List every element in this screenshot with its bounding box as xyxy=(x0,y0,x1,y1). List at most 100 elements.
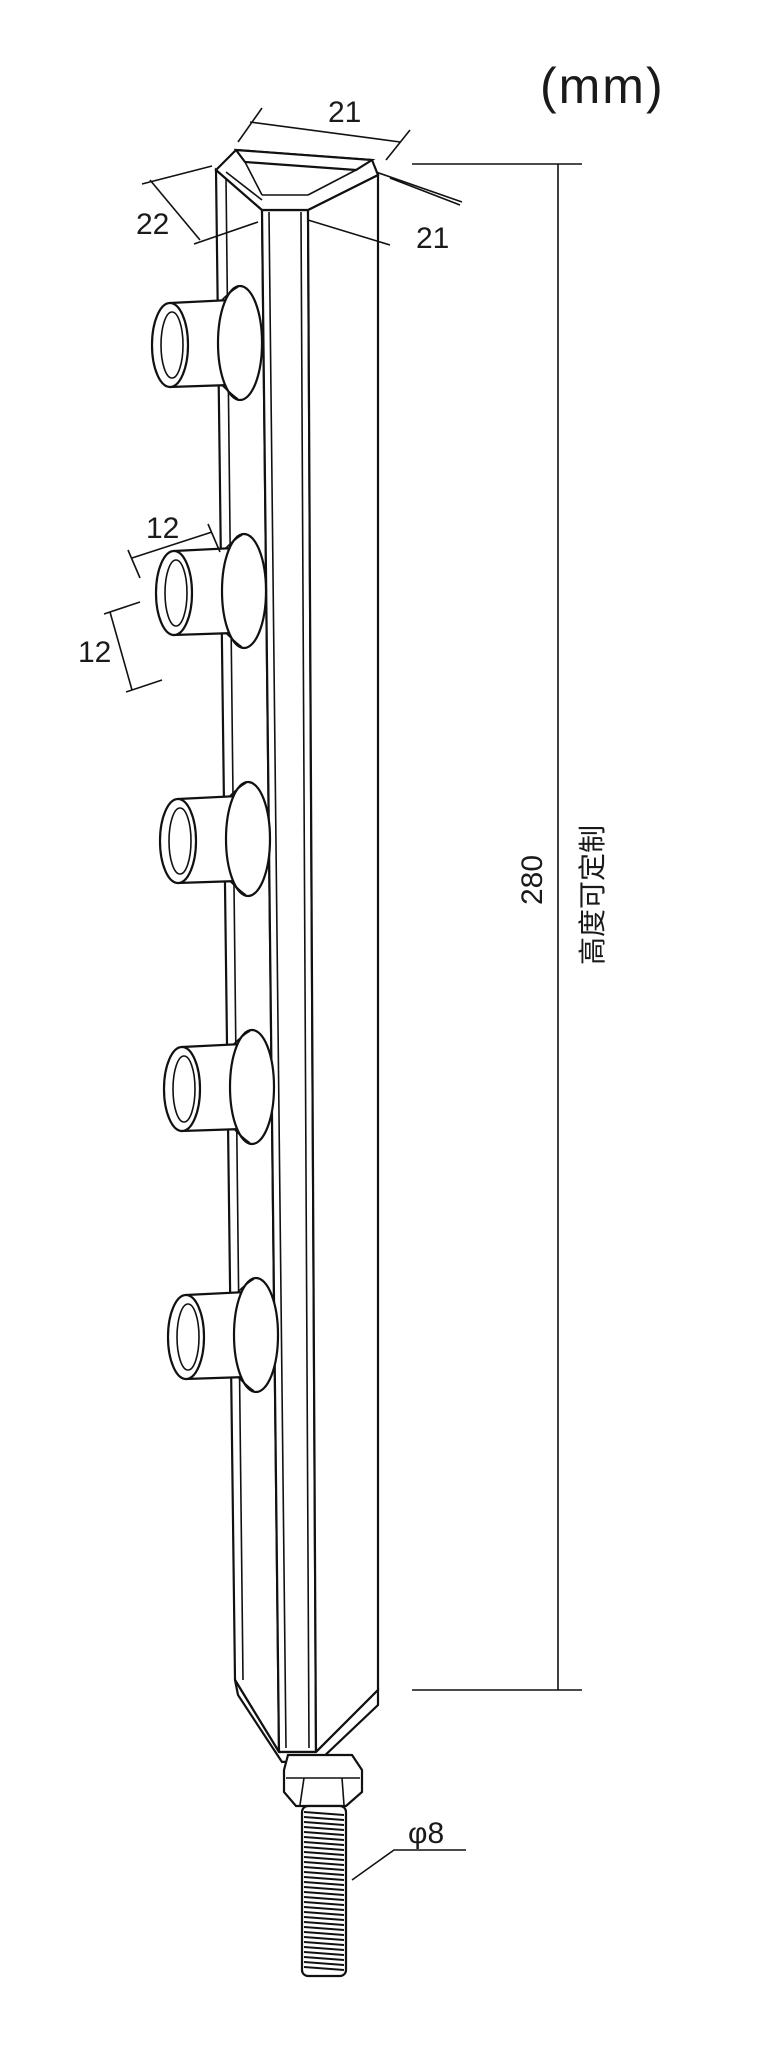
thread-line xyxy=(303,1901,345,1906)
bottom-taper xyxy=(233,1679,380,1764)
socket-rim xyxy=(154,549,194,637)
thread-line xyxy=(303,1921,345,1926)
socket-flange xyxy=(232,1276,280,1394)
dim-line-socket-width xyxy=(131,531,213,559)
hex-nut xyxy=(282,1753,364,1808)
dim-ext xyxy=(103,601,141,615)
socket-flange xyxy=(220,532,268,650)
dim-socket-height: 12 xyxy=(78,636,111,669)
socket xyxy=(158,780,272,898)
dim-ext xyxy=(125,679,163,693)
thread-line xyxy=(303,1836,345,1841)
thread-line xyxy=(303,1856,345,1861)
socket xyxy=(154,532,268,650)
socket-flange-edge xyxy=(229,782,247,797)
dim-top-depth: 22 xyxy=(136,208,169,241)
dim-top-side: 21 xyxy=(416,222,449,255)
thread-line xyxy=(303,1821,345,1826)
socket-rim xyxy=(158,797,198,885)
top-cap-bevel xyxy=(225,171,263,201)
socket-flange-edge xyxy=(237,1278,255,1293)
socket-rim xyxy=(162,1045,202,1133)
socket-flange-edge xyxy=(237,1376,255,1392)
socket-flange xyxy=(224,780,272,898)
thread-line xyxy=(303,1926,345,1931)
hex-nut-edge xyxy=(299,1777,305,1806)
socket-flange-edge xyxy=(225,632,243,648)
socket-flange xyxy=(216,284,264,402)
thread-line xyxy=(303,1936,345,1941)
dim-height: 280 xyxy=(516,855,549,905)
socket xyxy=(166,1276,280,1394)
dim-ext xyxy=(127,549,141,579)
thread-line xyxy=(303,1956,345,1961)
thread-line xyxy=(303,1916,345,1921)
thread-line xyxy=(303,1886,345,1891)
socket-opening xyxy=(176,1303,200,1371)
dim-thread: φ8 xyxy=(408,1817,444,1850)
hex-nut-edge xyxy=(341,1777,345,1806)
socket-rim xyxy=(150,301,190,389)
socket-group xyxy=(150,284,280,1394)
socket-opening xyxy=(160,311,184,379)
dim-ext xyxy=(237,107,263,143)
column-edge-line xyxy=(300,211,310,1749)
thread-leader xyxy=(351,1849,466,1881)
column-right-face xyxy=(306,173,380,1755)
dim-line-top-depth xyxy=(149,179,201,241)
thread-line xyxy=(303,1961,345,1966)
socket-opening xyxy=(172,1055,196,1123)
socket-rim xyxy=(166,1293,206,1381)
thread-line xyxy=(303,1861,345,1866)
thread-line xyxy=(303,1831,345,1836)
dim-ext xyxy=(385,129,411,161)
thread-line xyxy=(303,1871,345,1876)
dim-ext xyxy=(307,219,391,246)
bottom-fitting xyxy=(282,1753,364,1978)
thread-line xyxy=(303,1866,345,1871)
dim-ext xyxy=(193,221,259,245)
thread-line xyxy=(303,1851,345,1856)
thread-line xyxy=(303,1931,345,1936)
top-cap-bevel xyxy=(307,169,357,196)
socket-opening xyxy=(168,807,192,875)
thread-line xyxy=(303,1816,345,1821)
top-cap-bevel xyxy=(244,161,263,196)
dim-height-note: 高度可定制 xyxy=(577,825,608,965)
thread-line xyxy=(303,1941,345,1946)
dim-ext xyxy=(141,165,213,185)
dimension-annotations: 21 22 21 12 12 280 高度可定制 φ8 xyxy=(78,96,608,1881)
socket xyxy=(162,1028,276,1146)
socket-flange-edge xyxy=(225,534,243,549)
dim-socket-width: 12 xyxy=(146,512,179,545)
thread-line xyxy=(303,1946,345,1951)
thread-lines xyxy=(303,1811,345,1971)
thread-line xyxy=(303,1906,345,1911)
dim-ext xyxy=(375,171,463,203)
socket-flange-edge xyxy=(229,880,247,896)
thread-line xyxy=(303,1951,345,1956)
column-edge-line xyxy=(268,211,287,1749)
dim-line-top-width xyxy=(249,121,401,143)
thread-line xyxy=(303,1876,345,1881)
socket xyxy=(150,284,264,402)
socket-flange-edge xyxy=(221,384,239,400)
thread-line xyxy=(303,1881,345,1886)
socket-flange-edge xyxy=(233,1030,251,1045)
column-edge-line xyxy=(225,177,244,1681)
dim-top-width: 21 xyxy=(328,96,361,129)
socket-flange-edge xyxy=(233,1128,251,1144)
unit-label: (mm) xyxy=(540,58,665,114)
thread-line xyxy=(303,1966,345,1971)
thread-line xyxy=(303,1911,345,1916)
thread-line xyxy=(303,1891,345,1896)
dim-ext xyxy=(207,523,221,553)
socket-flange xyxy=(228,1028,276,1146)
socket-flange-edge xyxy=(221,286,239,301)
thread-line xyxy=(303,1896,345,1901)
thread-line xyxy=(303,1846,345,1851)
thread-line xyxy=(303,1811,345,1816)
dim-line-socket-height xyxy=(109,611,133,691)
